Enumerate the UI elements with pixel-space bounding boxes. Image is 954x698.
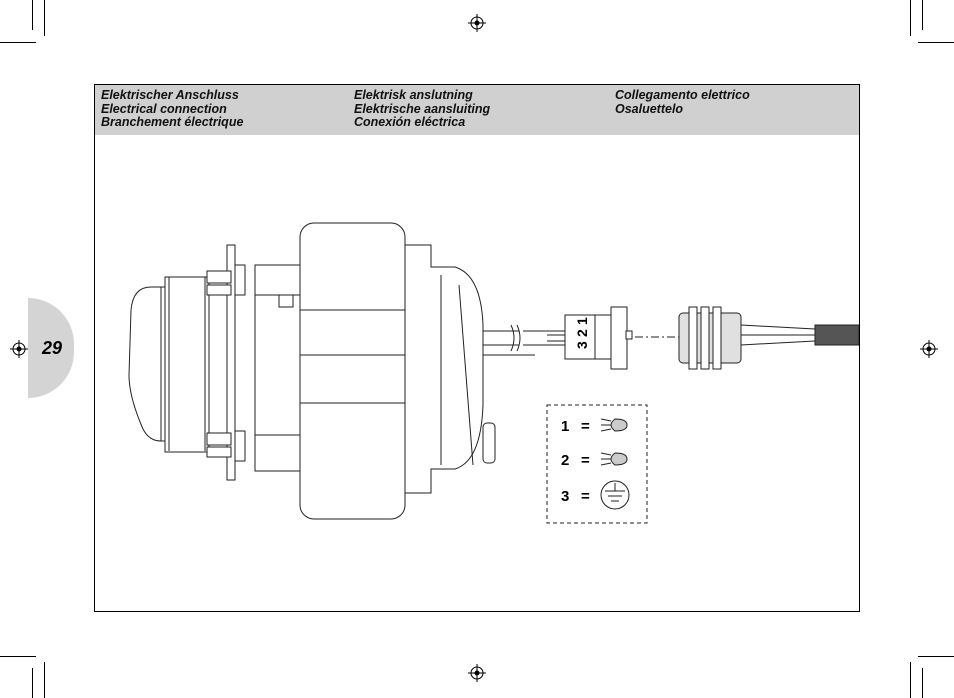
heading-italian: Collegamento elettrico xyxy=(615,88,750,102)
heading-german: Elektrischer Anschluss xyxy=(101,88,239,102)
lamp-connector-plug xyxy=(564,314,612,360)
crop-mark xyxy=(0,656,36,657)
heading-spanish: Conexión eléctrica xyxy=(354,115,466,129)
crop-mark xyxy=(910,0,911,36)
registration-mark-icon xyxy=(468,14,486,32)
low-beam-lamp-icon xyxy=(600,418,628,432)
crop-mark xyxy=(0,42,36,43)
heading-french: Branchement électrique xyxy=(101,115,244,129)
crop-mark xyxy=(918,42,954,43)
vehicle-connector-socket xyxy=(678,312,742,364)
crop-mark xyxy=(910,662,911,698)
header-column-1: Elektrischer Anschluss Electrical connec… xyxy=(101,88,244,130)
legend-equals: = xyxy=(581,488,590,505)
heading-dutch: Elektrische aansluiting xyxy=(354,101,491,116)
header-band: Elektrischer Anschluss Electrical connec… xyxy=(95,85,859,135)
heading-english: Electrical connection xyxy=(101,101,227,116)
headlamp-wiring-diagram: 3 2 1 1 = 2 = 3 = xyxy=(128,222,859,524)
header-column-3: Collegamento elettrico Osaluettelo xyxy=(615,88,750,116)
pin-legend-box xyxy=(546,404,648,524)
registration-mark-icon xyxy=(920,340,938,358)
vehicle-cable xyxy=(814,324,859,346)
legend-equals: = xyxy=(581,418,590,435)
high-beam-lamp-icon xyxy=(600,452,628,466)
registration-mark-icon xyxy=(10,340,28,358)
crop-mark xyxy=(922,668,923,698)
lamp-rear-housing xyxy=(404,244,484,494)
crop-mark xyxy=(32,0,33,30)
crop-mark xyxy=(32,668,33,698)
legend-number: 1 xyxy=(561,418,569,435)
content-frame: Elektrischer Anschluss Electrical connec… xyxy=(94,84,860,612)
legend-number: 3 xyxy=(561,488,569,505)
page-number: 29 xyxy=(41,338,63,358)
ground-symbol-icon xyxy=(600,480,630,510)
crop-mark xyxy=(918,656,954,657)
legend-number: 2 xyxy=(561,452,569,469)
crop-mark xyxy=(44,0,45,36)
lamp-lens xyxy=(128,286,166,442)
connector-pin-label: 3 xyxy=(574,341,590,349)
header-column-2: Elektrisk anslutning Elektrische aanslui… xyxy=(354,88,491,130)
crop-mark xyxy=(922,0,923,30)
mounting-flange xyxy=(226,244,236,481)
registration-mark-icon xyxy=(468,664,486,682)
heading-swedish: Elektrisk anslutning xyxy=(354,88,473,102)
connector-pin-label: 1 xyxy=(574,317,590,325)
heading-finnish: Osaluettelo xyxy=(615,101,684,116)
legend-equals: = xyxy=(581,452,590,469)
connector-pin-label: 2 xyxy=(574,329,590,337)
lamp-main-body xyxy=(299,222,406,520)
crop-mark xyxy=(44,662,45,698)
lamp-front-housing xyxy=(164,276,210,453)
